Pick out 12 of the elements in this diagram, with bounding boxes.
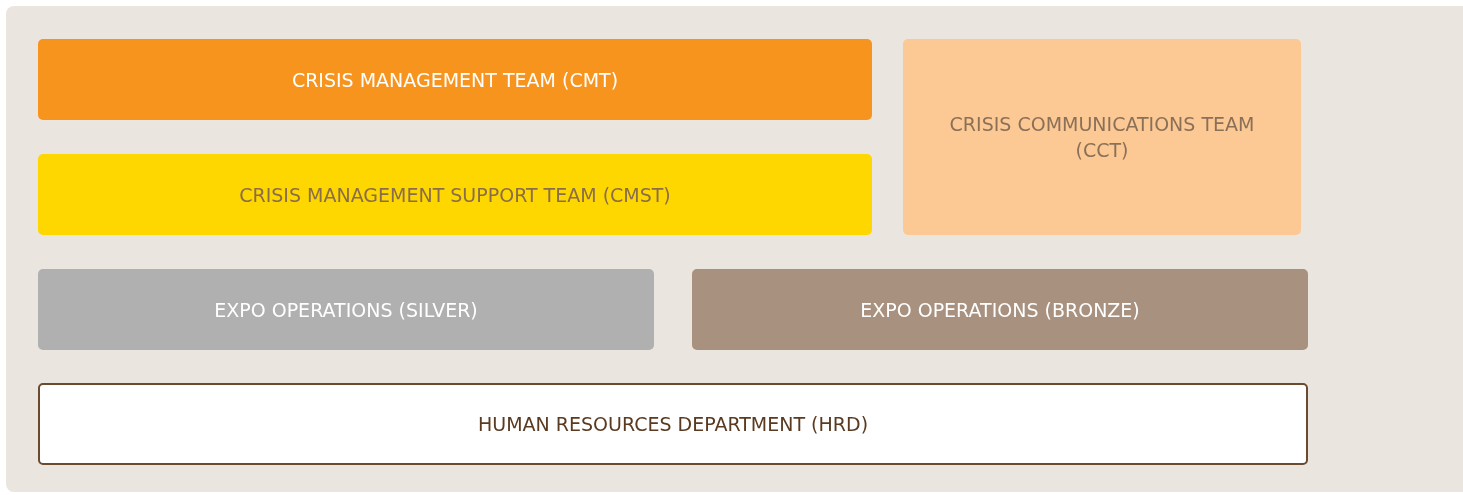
team-name: CRISIS MANAGEMENT SUPPORT TEAM (CMST) — [239, 182, 671, 208]
team-name: EXPO OPERATIONS (BRONZE) — [860, 297, 1140, 323]
operations-box — [38, 269, 654, 350]
team-name: HUMAN RESOURCES DEPARTMENT (HRD) — [477, 412, 869, 437]
team-name: EXPO OPERATIONS (SILVER) — [214, 297, 478, 323]
team-name: CRISIS MANAGEMENT TEAM (CMT) — [291, 67, 619, 93]
operations-box — [692, 269, 1308, 350]
team-box — [903, 39, 1301, 235]
team-name: CRISIS COMMUNICATIONS TEAM (CCT) — [948, 112, 1256, 163]
team-box — [38, 39, 872, 120]
team-box — [38, 154, 872, 235]
department-box — [38, 383, 1308, 465]
